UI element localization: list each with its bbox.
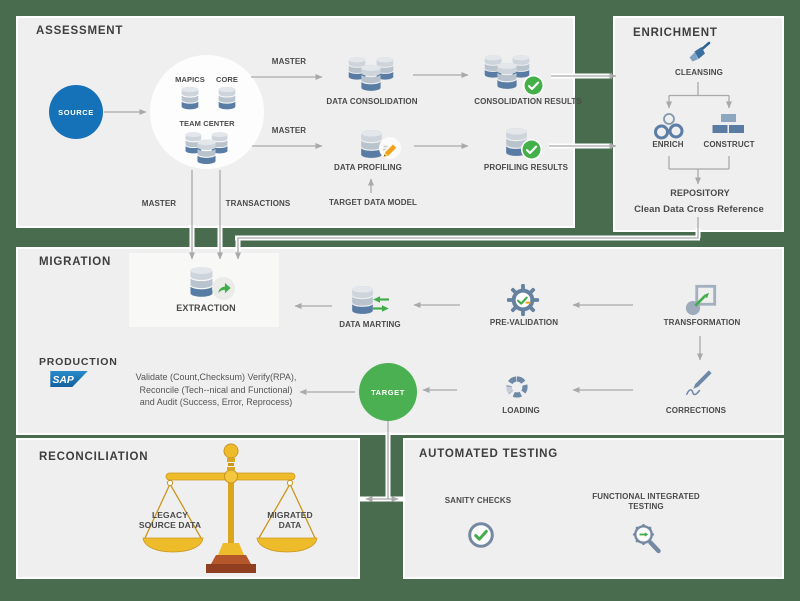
data-profiling-pencil-icon [379,137,401,159]
transactions-label: TRANSACTIONS [225,199,291,208]
migrated-data-line2: DATA [278,520,302,530]
extraction-share-arrow-icon [212,277,235,300]
target-label: TARGET [371,387,405,397]
automated-testing-title: AUTOMATED TESTING [419,448,559,460]
cleansing-label: CLEANSING [674,68,724,77]
transformation-label: TRANSFORMATION [663,318,741,327]
legacy-source-data-line1: LEGACY [151,510,189,520]
data-profiling-label: DATA PROFILING [334,163,402,172]
sap-logo-text: SAP [53,375,74,386]
migration-title: MIGRATION [39,256,112,268]
reconciliation-title: RECONCILIATION [39,451,149,463]
validation-note-line1: Validate (Count,Checksum) Verify(RPA), [135,372,297,382]
target-node: TARGET [359,363,417,421]
functional-testing-line2: TESTING [628,501,664,511]
loading-ring-icon [505,375,529,399]
migrated-data-line1: MIGRATED [267,510,313,520]
legacy-source-data-line2: SOURCE DATA [138,520,202,530]
core-label: CORE [215,75,239,84]
master-top-label: MASTER [271,57,307,66]
consolidation-results-check-icon [523,75,544,96]
data-marting-transfer-arrows-icon [371,294,391,314]
source-node: SOURCE [49,85,103,139]
sanity-checks-label: SANITY CHECKS [444,496,512,505]
transformation-icon [684,283,718,317]
extraction-database-icon [188,266,215,299]
team-center-database-cluster-icon [183,131,230,168]
panel-automated-testing [403,438,784,579]
consolidation-results-label: CONSOLIDATION RESULTS [474,97,582,106]
mapics-database-icon [180,86,200,111]
panel-assessment [16,16,575,228]
corrections-label: CORRECTIONS [665,406,727,415]
construct-bricks-icon [712,113,744,135]
pre-validation-label: PRE-VALIDATION [489,318,559,327]
enrichment-title: ENRICHMENT [633,27,718,39]
assessment-title: ASSESSMENT [36,25,124,37]
core-database-icon [217,86,237,111]
enrich-label: ENRICH [652,140,684,149]
pre-validation-gear-icon [506,283,540,317]
repository-label: REPOSITORY [670,188,730,198]
loading-label: LOADING [502,406,540,415]
validation-note-line3: and Audit (Success, Error, Reprocess) [139,397,293,407]
cleansing-brush-icon [683,40,713,66]
master-down-label: MASTER [141,199,177,208]
validation-note: Validate (Count,Checksum) Verify(RPA), R… [136,371,297,409]
extraction-label: EXTRACTION [176,303,236,313]
source-label: SOURCE [58,107,94,117]
validation-note-line2: Reconcile (Tech--nical and Functional) [139,384,293,395]
functional-testing-gear-magnifier-icon [629,521,665,557]
sanity-checks-icon [467,521,495,549]
mapics-label: MAPICS [175,75,205,84]
balance-scale-icon [142,443,318,573]
production-label: PRODUCTION [39,356,118,368]
data-consolidation-database-cluster-icon [346,56,396,95]
team-center-label: TEAM CENTER [179,119,235,128]
migrated-data-label: MIGRATED DATA [245,510,335,530]
panel-reconciliation [16,438,360,579]
enrich-molecule-icon [653,111,685,141]
sap-logo: SAP [50,371,88,387]
data-consolidation-label: DATA CONSOLIDATION [326,97,418,106]
repository-note: Clean Data Cross Reference [634,204,764,215]
target-data-model-label: TARGET DATA MODEL [328,198,418,207]
profiling-results-check-icon [521,139,542,160]
legacy-source-data-label: LEGACY SOURCE DATA [125,510,215,530]
master-mid-label: MASTER [271,126,307,135]
functional-integrated-testing-label: FUNCTIONAL INTEGRATED TESTING [581,492,711,511]
corrections-pen-icon [684,368,714,398]
profiling-results-label: PROFILING RESULTS [483,163,569,172]
functional-testing-line1: FUNCTIONAL INTEGRATED [592,492,700,501]
construct-label: CONSTRUCT [703,140,755,149]
data-marting-label: DATA MARTING [339,320,401,329]
